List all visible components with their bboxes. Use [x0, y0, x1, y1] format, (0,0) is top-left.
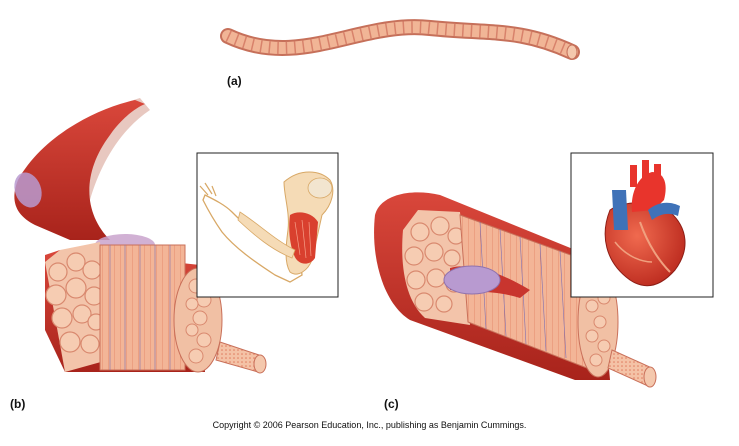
- label-c: (c): [384, 397, 399, 411]
- cardiac-fiber-bundles: [404, 216, 465, 313]
- skeletal-arm-inset: [196, 152, 339, 298]
- copyright-notice: Copyright © 2006 Pearson Education, Inc.…: [212, 420, 527, 430]
- label-b: (b): [10, 397, 26, 411]
- skeletal-fiber-bundles: [45, 252, 105, 354]
- heart-inset: [570, 152, 714, 298]
- label-a: (a): [227, 74, 242, 88]
- skeletal-muscle-fiber: [14, 98, 267, 374]
- smooth-muscle-fiber: [220, 19, 580, 60]
